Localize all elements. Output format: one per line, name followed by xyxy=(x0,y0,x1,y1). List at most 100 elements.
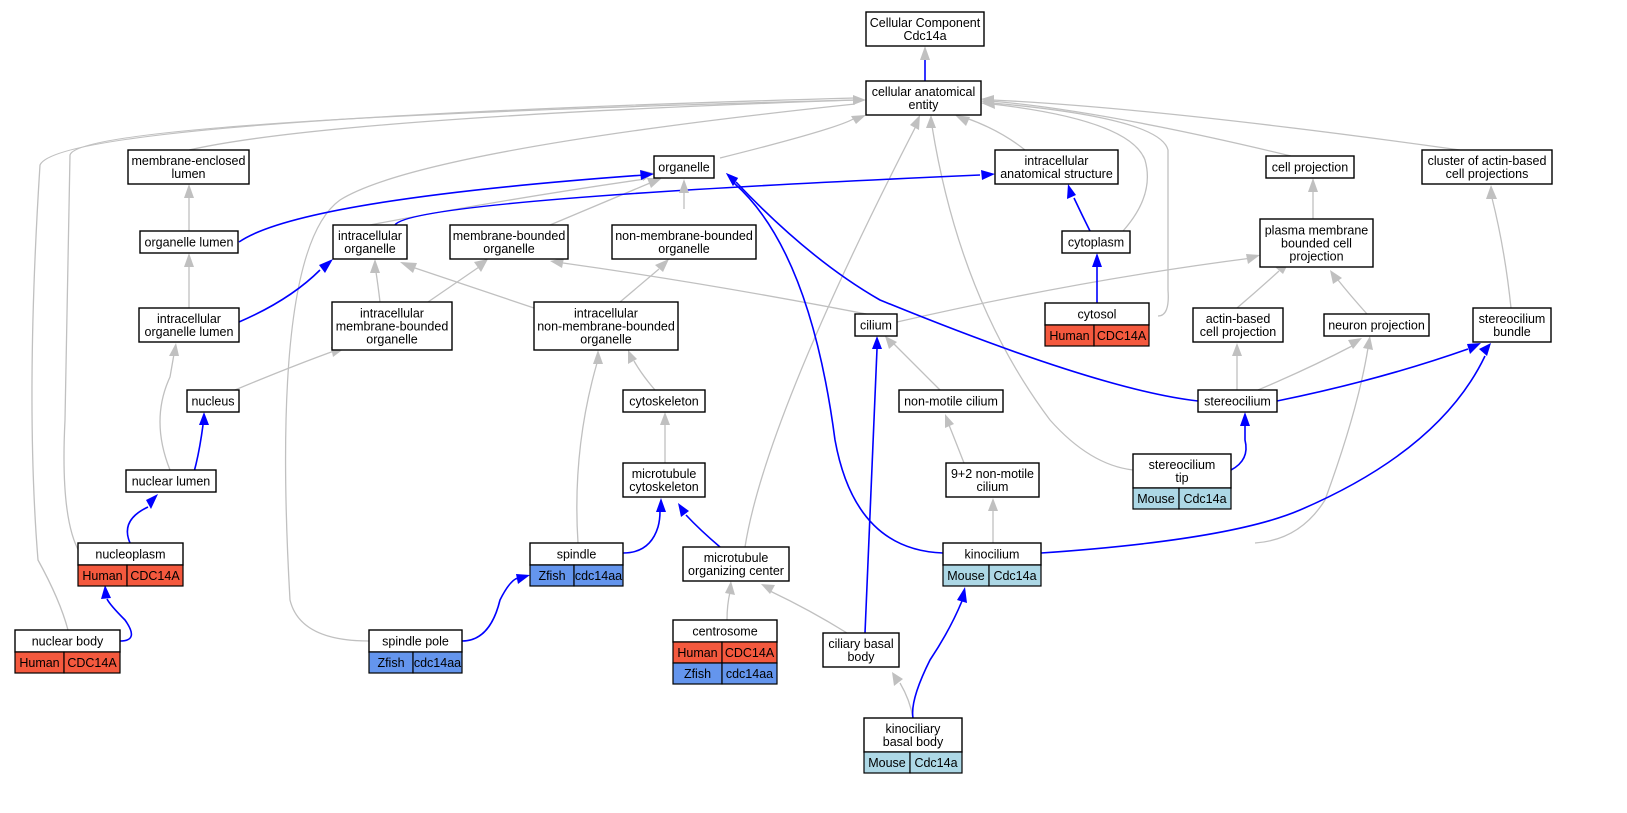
node-box xyxy=(1421,149,1553,185)
gene-cell xyxy=(63,651,121,674)
node-label: organelle xyxy=(483,242,534,256)
node-box xyxy=(1132,453,1232,489)
part-of-edge-52 xyxy=(733,182,944,554)
node-label: body xyxy=(847,650,875,664)
arrowhead-12 xyxy=(184,253,194,267)
arrowhead-29 xyxy=(593,350,603,364)
node-stereocilium[interactable]: stereocilium xyxy=(1197,389,1278,413)
is-a-edge-41 xyxy=(284,103,856,642)
node-label: intracellular xyxy=(338,229,402,243)
part-of-edge-51 xyxy=(864,348,878,634)
gene-label: CDC14A xyxy=(1097,329,1147,343)
node-box xyxy=(533,301,679,351)
node-box xyxy=(682,546,790,582)
part-of-edge-53 xyxy=(1040,355,1486,554)
is-a-edge-40 xyxy=(31,97,856,631)
node-label: intracellular xyxy=(574,307,638,321)
gene-label: cdc14aa xyxy=(575,569,622,583)
node-cproj[interactable]: cell projection xyxy=(1265,155,1355,179)
arrowhead-16 xyxy=(655,259,669,272)
is-a-edge-25 xyxy=(948,424,965,464)
part-of-edge-49 xyxy=(685,514,721,548)
node-neuron[interactable]: neuron projection xyxy=(1323,313,1430,337)
node-box xyxy=(653,155,715,179)
is-a-edge-5 xyxy=(991,99,1461,151)
is-a-edge-12 xyxy=(991,102,1169,317)
is-a-edge-30 xyxy=(576,362,598,544)
part-of-edge-45 xyxy=(126,506,149,544)
node-label: Cdc14a xyxy=(903,29,946,43)
arrowhead-27 xyxy=(660,412,670,425)
node-box xyxy=(186,389,240,413)
arrowhead-47 xyxy=(872,336,882,349)
gene-label: Cdc14a xyxy=(1183,492,1226,506)
node-box xyxy=(865,80,982,116)
node-label: organelle xyxy=(658,242,709,256)
node-box xyxy=(1323,313,1430,337)
arrowhead-46 xyxy=(957,587,967,603)
node-nucleus[interactable]: nucleus xyxy=(186,389,240,413)
arrowhead-36 xyxy=(761,584,775,594)
node-label: nucleoplasm xyxy=(95,548,165,562)
node-olumen[interactable]: organelle lumen xyxy=(139,230,239,254)
gene-label: CDC14A xyxy=(67,656,117,670)
node-box xyxy=(1192,307,1284,343)
species-label: Zfish xyxy=(377,656,404,670)
node-label: intracellular xyxy=(360,307,424,321)
species-label: Human xyxy=(677,646,717,660)
is-a-edge-24 xyxy=(633,360,656,391)
node-cilium[interactable]: cilium xyxy=(854,313,898,337)
node-nmc[interactable]: non-motile cilium xyxy=(898,389,1004,413)
species-label: Human xyxy=(82,569,122,583)
edges-layer xyxy=(31,60,1512,719)
arrowhead-31 xyxy=(169,343,179,356)
node-label: intracellular xyxy=(157,312,221,326)
is-a-edge-18 xyxy=(896,257,1253,323)
gene-label: Cdc14a xyxy=(914,756,957,770)
arrowhead-28 xyxy=(988,498,998,511)
part-of-edge-50 xyxy=(911,600,963,719)
node-inmbo[interactable]: intracellularnon-membrane-boundedorganel… xyxy=(533,301,679,351)
node-org[interactable]: organelle xyxy=(653,155,715,179)
node-label: organelle xyxy=(366,333,417,347)
node-box xyxy=(1197,389,1278,413)
node-label: actin-based xyxy=(1206,312,1271,326)
node-cytosk[interactable]: cytoskeleton xyxy=(622,389,706,413)
arrowhead-42 xyxy=(101,585,111,599)
arrowhead-15 xyxy=(400,262,417,273)
arrowhead-37 xyxy=(892,672,903,686)
node-box xyxy=(994,149,1119,185)
gene-label: CDC14A xyxy=(725,646,775,660)
node-label: bundle xyxy=(1493,325,1531,339)
node-cytoplasm[interactable]: cytoplasm xyxy=(1061,230,1131,254)
arrowhead-10 xyxy=(981,99,995,109)
node-nlumen[interactable]: nuclear lumen xyxy=(125,469,217,493)
node-label: bounded cell xyxy=(1281,237,1352,251)
